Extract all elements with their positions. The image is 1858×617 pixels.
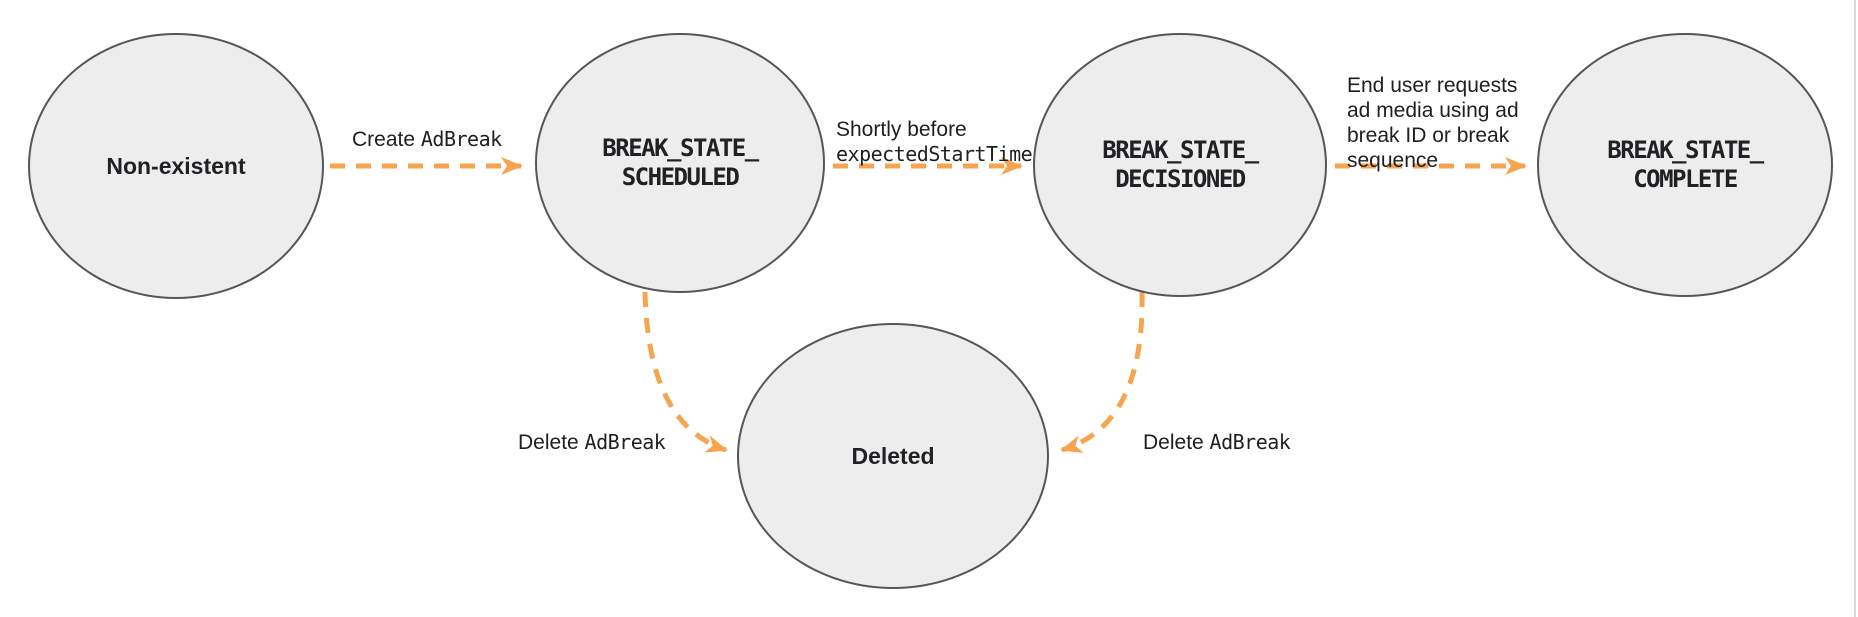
edge-label-text: Create	[352, 128, 421, 151]
state-label: Non-existent	[106, 153, 246, 179]
edge-label-text: Shortly before	[836, 118, 967, 141]
edge-label-create-adbreak: Create AdBreak	[352, 102, 502, 152]
state-node-non-existent: Non-existent	[28, 33, 324, 299]
state-node-break-state-decisioned: BREAK_STATE_ DECISIONED	[1033, 33, 1327, 297]
edge-label-shortly-before-expectedstarttime: Shortly before expectedStartTime	[836, 92, 1033, 167]
edge-label-text: Delete	[1143, 431, 1210, 454]
edge-label-code: AdBreak	[584, 430, 666, 454]
transition-arrow-delete-adbreak-from-decisioned	[1060, 291, 1145, 453]
state-label: BREAK_STATE_ COMPLETE	[1607, 136, 1764, 193]
edge-label-code: expectedStartTime	[836, 142, 1033, 166]
edge-label-code: AdBreak	[1209, 430, 1291, 454]
edge-label-text: Delete	[518, 431, 585, 454]
edge-label-delete-adbreak-right: Delete AdBreak	[1143, 405, 1291, 455]
edge-label-delete-adbreak-left: Delete AdBreak	[518, 405, 666, 455]
state-node-break-state-scheduled: BREAK_STATE_ SCHEDULED	[535, 33, 825, 293]
edge-label-end-user-requests: End user requests ad media using ad brea…	[1347, 48, 1519, 173]
content-edge-divider	[1854, 0, 1856, 617]
state-node-break-state-complete: BREAK_STATE_ COMPLETE	[1537, 33, 1833, 297]
edge-label-code: AdBreak	[420, 127, 502, 151]
state-label: BREAK_STATE_ DECISIONED	[1102, 136, 1259, 193]
state-label: BREAK_STATE_ SCHEDULED	[602, 134, 759, 191]
state-label: Deleted	[851, 443, 935, 469]
state-node-deleted: Deleted	[737, 323, 1049, 589]
edge-label-text: End user requests ad media using ad brea…	[1347, 74, 1519, 172]
transition-arrow-delete-adbreak-from-scheduled	[642, 291, 728, 453]
